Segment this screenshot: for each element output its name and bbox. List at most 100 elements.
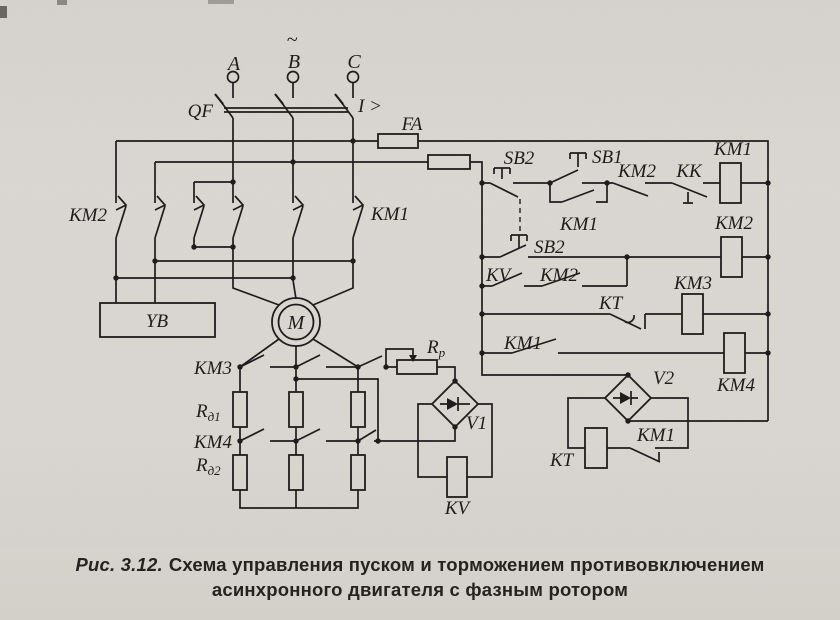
v2-diode-triangle xyxy=(620,392,631,404)
phase-b-label: B xyxy=(288,51,300,73)
rd1-sub: д1 xyxy=(208,409,221,424)
v2-diode-bar xyxy=(613,391,638,405)
v1-ac2-wire xyxy=(374,427,456,442)
km2-nc-label: KM2 xyxy=(617,161,657,182)
kt-coil-left-wire xyxy=(567,397,605,449)
yb-label: YB xyxy=(146,311,169,332)
v1-diode-triangle xyxy=(447,398,458,410)
tap-b-wire xyxy=(154,161,428,203)
sb1-start-plunger xyxy=(569,152,587,167)
qf-link-bar xyxy=(224,107,348,113)
km2-aux-label: KM2 xyxy=(539,265,579,286)
main-contactor-contacts xyxy=(115,195,365,239)
kv-km2-series-contacts xyxy=(482,257,628,287)
qf-contact-ticks xyxy=(214,93,344,105)
figure-number: Рис. 3.12. xyxy=(75,554,163,575)
rotor-star-point xyxy=(239,441,359,509)
phase-a-label: A xyxy=(226,53,241,75)
km4-shorting-contacts xyxy=(239,428,377,442)
rp-wiper-wire xyxy=(385,348,414,367)
kk-label: KK xyxy=(675,161,703,182)
overcurrent-label: I > xyxy=(357,96,382,117)
qf-circuit-breaker xyxy=(214,93,354,203)
km3-coil-label: KM3 xyxy=(673,273,712,294)
sb2-no-label: SB2 xyxy=(534,237,565,258)
rd1-base: R xyxy=(195,401,208,422)
km1-coil-label: KM1 xyxy=(713,139,752,160)
tap-a-wire xyxy=(193,181,233,203)
control-left-rail xyxy=(470,161,628,376)
control-branch-3 xyxy=(482,257,628,287)
km2-main-label: KM2 xyxy=(68,205,108,226)
km1-main-label: KM1 xyxy=(370,204,409,225)
terminal-c xyxy=(346,70,360,84)
km2-main-contacts xyxy=(115,195,206,239)
rotor-resistor-network xyxy=(232,338,397,509)
sb2-stop-label: SB2 xyxy=(504,148,535,169)
kv-dc-wires xyxy=(417,403,493,478)
rp-base: R xyxy=(426,337,439,358)
v1-label: V1 xyxy=(466,413,487,434)
kk-thermal-contact xyxy=(671,182,720,204)
circuit-schematic: A ~ B C QF I > FA KM2 KM1 YB M KM3 Rд1 K… xyxy=(0,0,840,548)
yb-brake-box xyxy=(99,302,216,338)
km1-aux-contact xyxy=(549,183,608,203)
rp-wiper-arrow xyxy=(409,355,417,362)
phase-swap-wires xyxy=(116,260,353,279)
rd2-sub: д2 xyxy=(208,463,222,478)
km1-no-contact xyxy=(482,338,724,354)
sb1-start-label: SB1 xyxy=(592,147,623,168)
control-branch-2 xyxy=(482,234,768,278)
terminal-a xyxy=(226,70,240,84)
fa-label: FA xyxy=(401,114,423,135)
sb2-stop-plunger xyxy=(493,167,511,179)
v1-diode-bar xyxy=(440,397,470,411)
km1-main-contacts xyxy=(232,195,365,239)
tap-c-wire xyxy=(115,140,353,203)
control-branch-1 xyxy=(482,152,768,234)
km4-coil-label: KM4 xyxy=(716,375,756,396)
rp-label: Rр xyxy=(426,337,446,360)
km1-nc-label: KM1 xyxy=(636,425,675,446)
rotor-phase-tap xyxy=(296,378,379,441)
figure-caption: Рис. 3.12.Схема управления пуском и торм… xyxy=(0,552,840,602)
kv-relay-coil xyxy=(446,456,468,498)
caption-line-2: асинхронного двигателя с фазным ротором xyxy=(211,579,629,600)
supply-terminals xyxy=(226,70,360,98)
km2-coil-label: KM2 xyxy=(714,213,754,234)
caption-text-1: Схема управления пуском и торможением пр… xyxy=(168,554,765,575)
km1-no-label: KM1 xyxy=(503,333,542,354)
junction-dots xyxy=(113,138,771,444)
km3-contacts-label: KM3 xyxy=(193,358,232,379)
kt-contact-label: KT xyxy=(598,293,624,314)
km3-shorting-contacts xyxy=(239,354,397,368)
kv-contact-label: KV xyxy=(485,265,513,286)
km1-aux-label: KM1 xyxy=(559,214,598,235)
phase-c-label: C xyxy=(347,51,361,73)
motor-label: M xyxy=(287,312,306,334)
km2-nc-contact xyxy=(612,182,672,197)
rp-sub: р xyxy=(438,345,446,360)
caption-line-1: Рис. 3.12.Схема управления пуском и торм… xyxy=(0,552,840,577)
brake-feed-wires xyxy=(115,238,156,303)
ac-tilde-label: ~ xyxy=(287,29,298,51)
rotor-leads xyxy=(239,338,359,368)
terminal-b xyxy=(286,70,300,84)
v2-label: V2 xyxy=(653,368,675,389)
control-branch-4 xyxy=(482,293,768,335)
qf-label: QF xyxy=(188,101,214,122)
kv-coil-label: KV xyxy=(444,498,472,519)
terminal-leads xyxy=(232,83,354,98)
fa-line-and-right-rail xyxy=(353,140,769,421)
motor-inner-circle xyxy=(277,303,315,341)
rd1-label: Rд1 xyxy=(195,401,221,424)
rd2-label: Rд2 xyxy=(195,455,221,478)
fa-fuse xyxy=(377,133,419,149)
power-tap-wires xyxy=(115,133,769,421)
kt-coil-label: KT xyxy=(549,450,575,471)
km1-nc-contact xyxy=(607,397,689,463)
paper-grain-texture xyxy=(0,0,840,548)
rd2-base: R xyxy=(195,455,208,476)
control-branch-5 xyxy=(482,332,768,374)
sb2-no-plunger xyxy=(510,234,528,248)
